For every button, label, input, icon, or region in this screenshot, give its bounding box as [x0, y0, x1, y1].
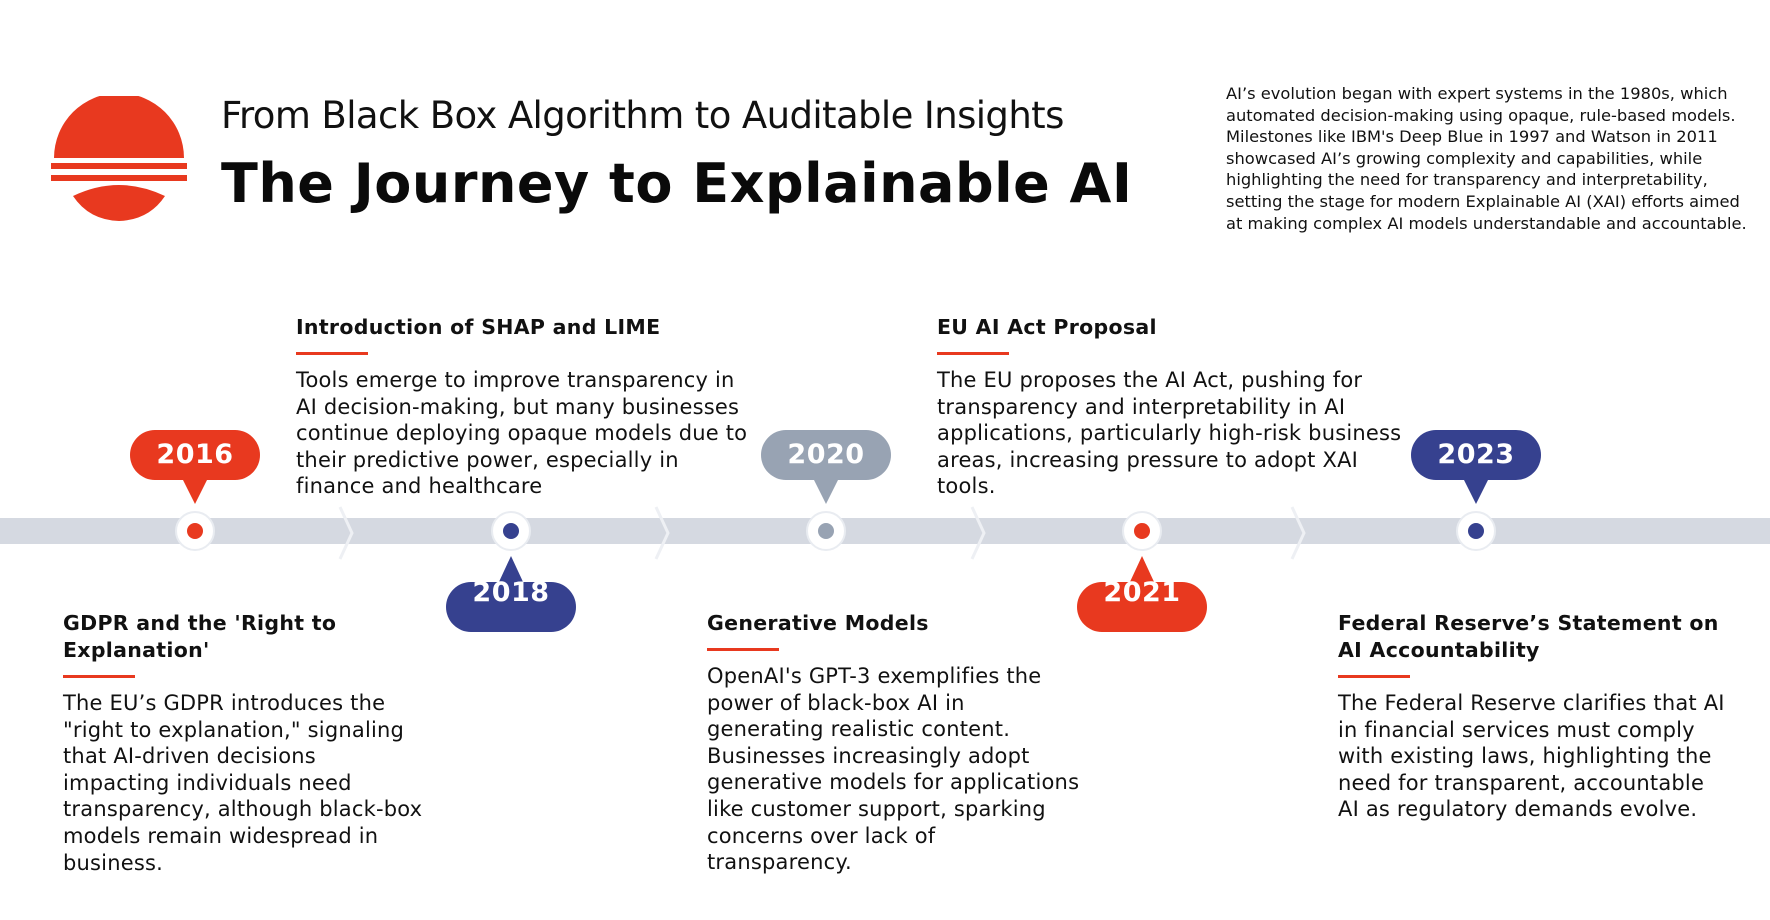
event-shap-lime: Introduction of SHAP and LIME Tools emer…: [296, 314, 761, 500]
year-label: 2016: [156, 439, 234, 470]
event-title: Generative Models: [707, 611, 929, 635]
year-label: 2020: [787, 439, 865, 470]
event-federal-reserve: Federal Reserve’s Statement on AI Accoun…: [1338, 610, 1728, 823]
year-bubble-2020: 2020: [761, 430, 891, 504]
year-bubble-2023: 2023: [1411, 430, 1541, 504]
chevron-right-icon: [338, 506, 354, 560]
event-gdpr: GDPR and the 'Right to Explanation' The …: [63, 610, 423, 876]
timeline-node-2023: [1456, 511, 1496, 551]
title-underline: [1338, 675, 1410, 678]
event-description: The EU proposes the AI Act, pushing for …: [937, 368, 1402, 499]
event-description: OpenAI's GPT-3 exemplifies the power of …: [707, 664, 1080, 875]
year-bubble-2016: 2016: [130, 430, 260, 504]
title-underline: [707, 648, 779, 651]
timeline-track: [0, 518, 1770, 544]
chevron-right-icon: [970, 506, 986, 560]
title-underline: [296, 352, 368, 355]
page-title: The Journey to Explainable AI: [221, 152, 1133, 215]
timeline-node-2016: [175, 511, 215, 551]
year-label: 2023: [1437, 439, 1515, 470]
title-underline: [937, 352, 1009, 355]
event-description: The EU’s GDPR introduces the "right to e…: [63, 691, 423, 875]
year-label: 2018: [472, 577, 550, 608]
timeline-node-2018: [491, 511, 531, 551]
event-title: EU AI Act Proposal: [937, 315, 1157, 339]
page-subtitle: From Black Box Algorithm to Auditable In…: [221, 94, 1064, 137]
year-bubble-2018: 2018: [446, 556, 576, 632]
event-generative-models: Generative Models OpenAI's GPT-3 exempli…: [707, 610, 1087, 876]
chevron-right-icon: [1290, 506, 1306, 560]
sunset-logo-icon: [51, 96, 187, 221]
title-underline: [63, 675, 135, 678]
year-bubble-2021: 2021: [1077, 556, 1207, 632]
event-description: The Federal Reserve clarifies that AI in…: [1338, 691, 1725, 822]
event-title: GDPR and the 'Right to Explanation': [63, 611, 337, 662]
timeline-node-2021: [1122, 511, 1162, 551]
event-title: Federal Reserve’s Statement on AI Accoun…: [1338, 611, 1719, 662]
chevron-right-icon: [654, 506, 670, 560]
year-label: 2021: [1103, 577, 1181, 608]
event-title: Introduction of SHAP and LIME: [296, 315, 661, 339]
event-eu-ai-act: EU AI Act Proposal The EU proposes the A…: [937, 314, 1407, 500]
timeline-node-2020: [806, 511, 846, 551]
event-description: Tools emerge to improve transparency in …: [296, 368, 748, 499]
intro-paragraph: AI’s evolution began with expert systems…: [1226, 84, 1747, 233]
